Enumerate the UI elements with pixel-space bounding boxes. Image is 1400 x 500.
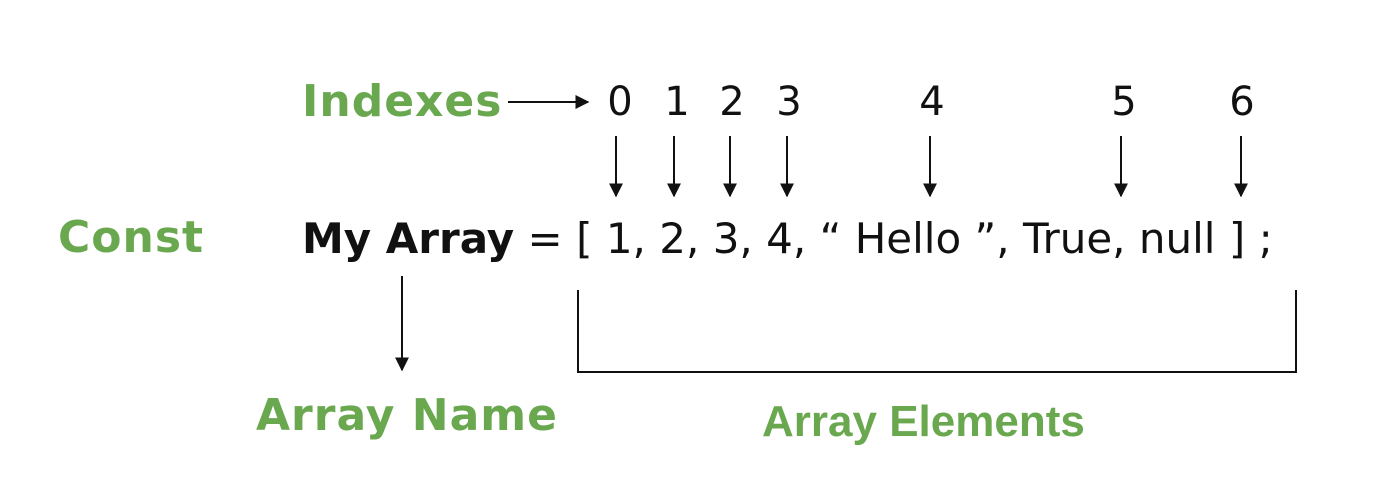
open-bracket: [ bbox=[576, 214, 593, 263]
index-6: 6 bbox=[1229, 79, 1255, 125]
index-5: 5 bbox=[1111, 79, 1137, 125]
indexes-label: Indexes bbox=[302, 76, 503, 127]
array-name-label: Array Name bbox=[256, 390, 558, 441]
array-elements-bracket bbox=[577, 290, 1297, 373]
equals-sign: = bbox=[527, 214, 563, 263]
index-1: 1 bbox=[664, 79, 690, 125]
element-1: 2, bbox=[659, 214, 700, 263]
array-elements-label: Array Elements bbox=[762, 397, 1085, 446]
index-2: 2 bbox=[719, 79, 745, 125]
element-0: 1, bbox=[605, 214, 646, 263]
element-6: null bbox=[1138, 214, 1216, 263]
element-3: 4, bbox=[766, 214, 807, 263]
element-4: “ Hello ”, bbox=[819, 214, 1010, 263]
close-bracket: ] bbox=[1228, 214, 1246, 263]
index-0: 0 bbox=[607, 79, 633, 125]
const-keyword-label: Const bbox=[58, 212, 205, 263]
index-4: 4 bbox=[919, 79, 945, 125]
index-3: 3 bbox=[776, 79, 802, 125]
semicolon: ; bbox=[1258, 214, 1273, 263]
array-name: My Array bbox=[302, 214, 515, 263]
array-declaration: My Array = [ 1, 2, 3, 4, “ Hello ”, True… bbox=[302, 218, 1273, 260]
element-5: True, bbox=[1022, 214, 1126, 263]
element-2: 3, bbox=[712, 214, 753, 263]
